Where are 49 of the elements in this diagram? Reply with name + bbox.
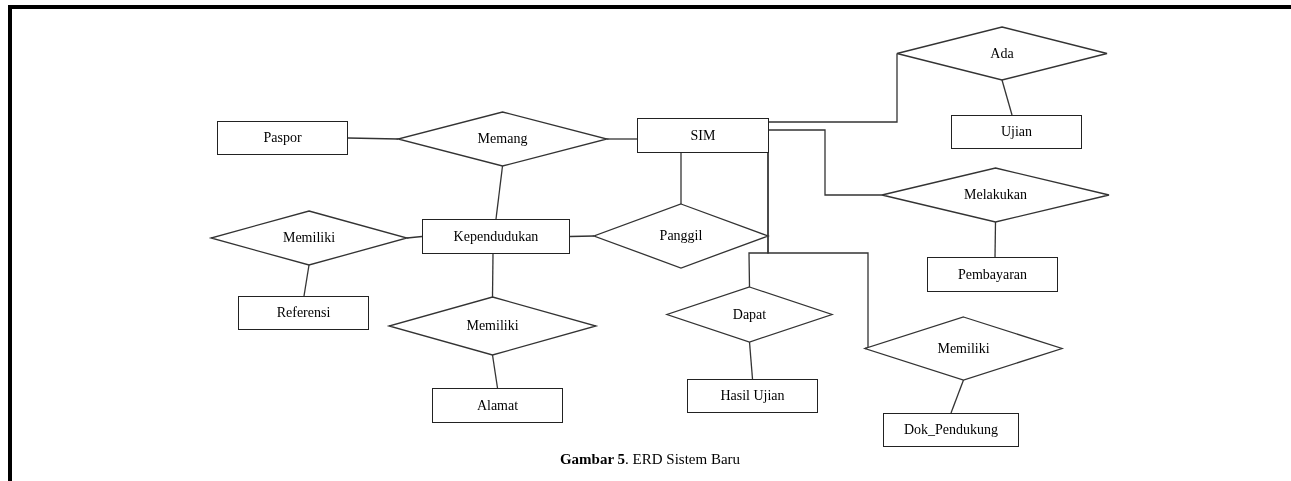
connector-line [680,152,682,205]
entity-box [883,413,1019,447]
entity-label: SIM [690,127,716,144]
relationship-diamond [667,287,832,342]
entity-box [637,118,769,153]
connector-line [748,341,754,380]
entity-label: Kependudukan [453,228,539,245]
relationship-diamond [389,297,596,355]
entity-box [951,115,1082,149]
connector-line [950,379,965,414]
relationship-diamond [897,27,1107,80]
relationship-label: Panggil [659,228,703,244]
relationship-label: Ada [990,45,1014,62]
entity-box [422,219,570,254]
entity-label: Alamat [476,397,519,414]
entity-label: Pembayaran [957,266,1028,283]
entity-box [927,257,1058,292]
figure-caption: Gambar 5. ERD Sistem Baru [559,451,741,468]
entity-box [238,296,369,330]
entity-label: Referensi [276,305,331,321]
connector-line [1001,79,1013,116]
entity-label: Hasil Ujian [720,388,785,404]
relationship-diamond [865,317,1062,380]
connector-line [994,221,997,258]
relationship-diamond [211,211,407,265]
relationship-label: Melakukan [964,187,1027,203]
relationship-label: Dapat [732,306,767,323]
entity-box [217,121,348,155]
connector-line [303,264,310,297]
relationship-diamond [594,204,768,268]
relationship-diamond [398,112,607,166]
connector-line [606,138,638,140]
entity-label: Paspor [263,130,302,146]
connector-line [491,253,494,298]
relationship-diamond [882,168,1109,222]
connector-line [768,129,883,196]
entity-box [432,388,563,423]
connector-line [491,354,499,389]
relationship-label: Memiliki [466,318,519,334]
entity-box [687,379,818,413]
connector-line [347,137,399,140]
connector-line [495,165,504,220]
entity-label: Dok_Pendukung [903,422,999,438]
entity-label: Ujian [1000,124,1033,140]
relationship-label: Memang [477,131,528,147]
relationship-label: Memiliki [282,230,336,246]
connector-line [768,52,898,123]
relationship-label: Memiliki [937,340,990,357]
connector-line [569,235,595,238]
